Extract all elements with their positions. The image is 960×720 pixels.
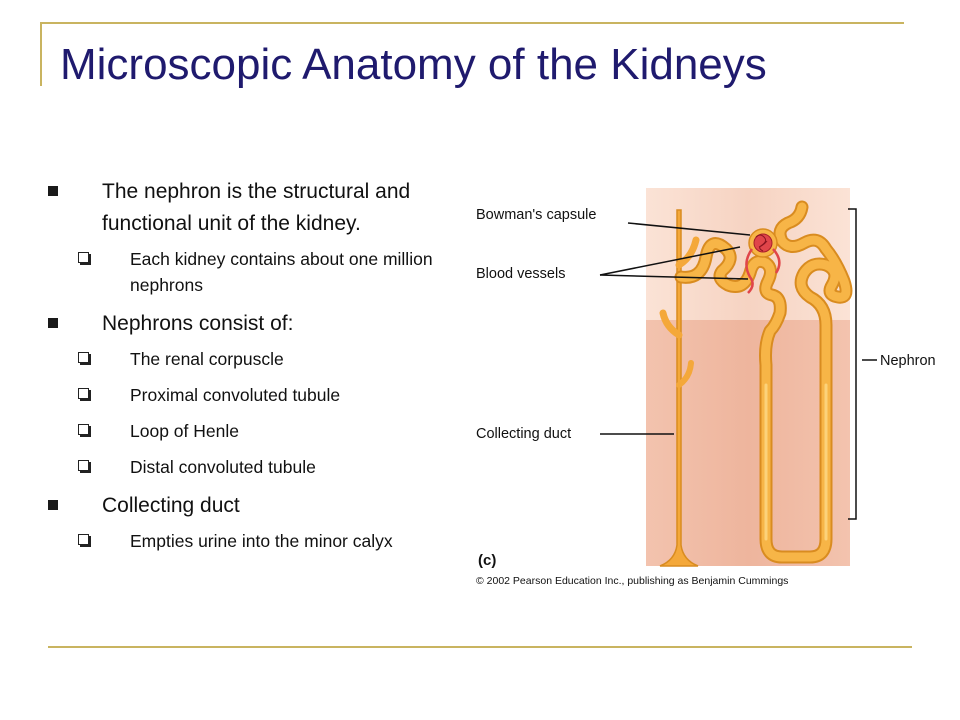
- checkbox-bullet-icon: [78, 352, 89, 363]
- nephron-bracket: [848, 208, 857, 520]
- sub-bullet-text: Distal convoluted tubule: [130, 457, 316, 477]
- frame-rule-left: [40, 22, 42, 86]
- nephron-figure: Bowman's capsule Blood vessels Collectin…: [470, 185, 950, 590]
- renal-corpuscle: [745, 228, 781, 294]
- checkbox-bullet-icon: [78, 460, 89, 471]
- sub-bullet-item: Distal convoluted tubule: [44, 454, 454, 480]
- sub-bullet-text: Each kidney contains about one million n…: [130, 249, 433, 295]
- bullet-text: The nephron is the structural and functi…: [102, 180, 411, 235]
- frame-rule-top: [40, 22, 904, 24]
- sub-bullet-text: Empties urine into the minor calyx: [130, 531, 393, 551]
- label-bowmans-capsule: Bowman's capsule: [476, 207, 596, 223]
- label-panel: (c): [478, 552, 496, 569]
- bullet-text: Collecting duct: [102, 494, 240, 517]
- bullet-text: Nephrons consist of:: [102, 312, 294, 335]
- label-nephron: Nephron: [880, 353, 936, 369]
- sub-bullet-text: The renal corpuscle: [130, 349, 284, 369]
- checkbox-bullet-icon: [78, 388, 89, 399]
- sub-bullet-text: Loop of Henle: [130, 421, 239, 441]
- sub-bullet-item: Each kidney contains about one million n…: [44, 246, 454, 298]
- nephron-diagram: Bowman's capsule Blood vessels Collectin…: [476, 188, 936, 587]
- afferent-vessel: [745, 248, 754, 294]
- nephron-tubule: [674, 200, 853, 564]
- label-collecting-duct: Collecting duct: [476, 426, 571, 442]
- square-bullet-icon: [48, 500, 58, 510]
- collecting-duct-shape: [659, 209, 700, 567]
- checkbox-bullet-icon: [78, 534, 89, 545]
- sub-bullet-text: Proximal convoluted tubule: [130, 385, 341, 405]
- efferent-vessel: [772, 248, 781, 274]
- label-blood-vessels: Blood vessels: [476, 266, 565, 282]
- bullet-item: Collecting duct: [44, 490, 454, 522]
- sub-bullet-item: Empties urine into the minor calyx: [44, 528, 454, 554]
- checkbox-bullet-icon: [78, 424, 89, 435]
- slide-title: Microscopic Anatomy of the Kidneys: [60, 40, 767, 89]
- figure-credit: © 2002 Pearson Education Inc., publishin…: [476, 575, 788, 587]
- square-bullet-icon: [48, 318, 58, 328]
- bullet-list: The nephron is the structural and functi…: [44, 176, 454, 564]
- sub-bullet-item: Loop of Henle: [44, 418, 454, 444]
- checkbox-bullet-icon: [78, 252, 89, 263]
- frame-rule-bottom: [48, 646, 912, 648]
- sub-bullet-item: Proximal convoluted tubule: [44, 382, 454, 408]
- leader-lines: [599, 222, 877, 435]
- bullet-item: The nephron is the structural and functi…: [44, 176, 454, 240]
- bullet-item: Nephrons consist of:: [44, 308, 454, 340]
- sub-bullet-item: The renal corpuscle: [44, 346, 454, 372]
- square-bullet-icon: [48, 186, 58, 196]
